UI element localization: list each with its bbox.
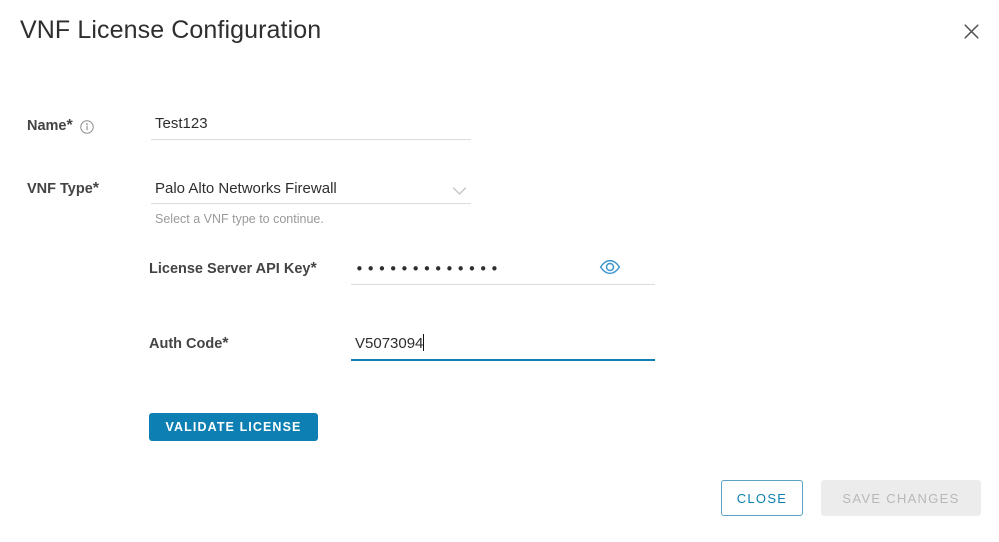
text-caret — [423, 334, 425, 351]
form-row-name: Name* — [27, 114, 471, 140]
page-title: VNF License Configuration — [20, 16, 322, 44]
name-required-marker: * — [66, 117, 73, 134]
api-key-masked-value: ••••••••••••• — [355, 260, 502, 278]
vnf-type-label: VNF Type — [27, 181, 93, 197]
auth-code-input[interactable]: V5073094 — [351, 333, 655, 361]
validate-license-button[interactable]: VALIDATE LICENSE — [149, 413, 318, 441]
dialog-header: VNF License Configuration — [0, 0, 999, 62]
name-input[interactable] — [151, 114, 471, 140]
name-label: Name — [27, 118, 67, 134]
chevron-down-icon[interactable] — [452, 183, 467, 201]
dialog-footer: CLOSE SAVE CHANGES — [0, 472, 999, 542]
dialog-body: Name* VNF Type* Palo Alto Networks Firew… — [0, 62, 999, 472]
vnf-type-selected-value: Palo Alto Networks Firewall — [155, 180, 337, 197]
api-key-required-marker: * — [310, 260, 317, 277]
auth-code-required-marker: * — [222, 335, 229, 352]
save-changes-button: SAVE CHANGES — [821, 480, 981, 516]
close-dialog-button[interactable]: CLOSE — [721, 480, 803, 516]
close-button[interactable] — [955, 15, 987, 47]
vnf-type-select[interactable]: Palo Alto Networks Firewall — [151, 177, 471, 204]
vnf-type-helper-text: Select a VNF type to continue. — [155, 212, 324, 226]
api-key-label: License Server API Key — [149, 261, 311, 277]
eye-icon[interactable] — [599, 259, 621, 275]
form-row-auth-code: Auth Code* V5073094 — [149, 333, 655, 361]
form-row-vnf-type: VNF Type* Palo Alto Networks Firewall Se… — [27, 177, 471, 227]
vnf-type-required-marker: * — [92, 180, 100, 197]
api-key-input[interactable]: ••••••••••••• — [351, 258, 655, 285]
close-icon — [962, 22, 981, 41]
info-circle-icon[interactable] — [80, 120, 94, 134]
footer-button-group: CLOSE SAVE CHANGES — [721, 480, 981, 516]
form-row-api-key: License Server API Key* ••••••••••••• — [149, 258, 655, 285]
auth-code-value: V5073094 — [355, 335, 424, 352]
auth-code-label: Auth Code — [149, 336, 223, 352]
